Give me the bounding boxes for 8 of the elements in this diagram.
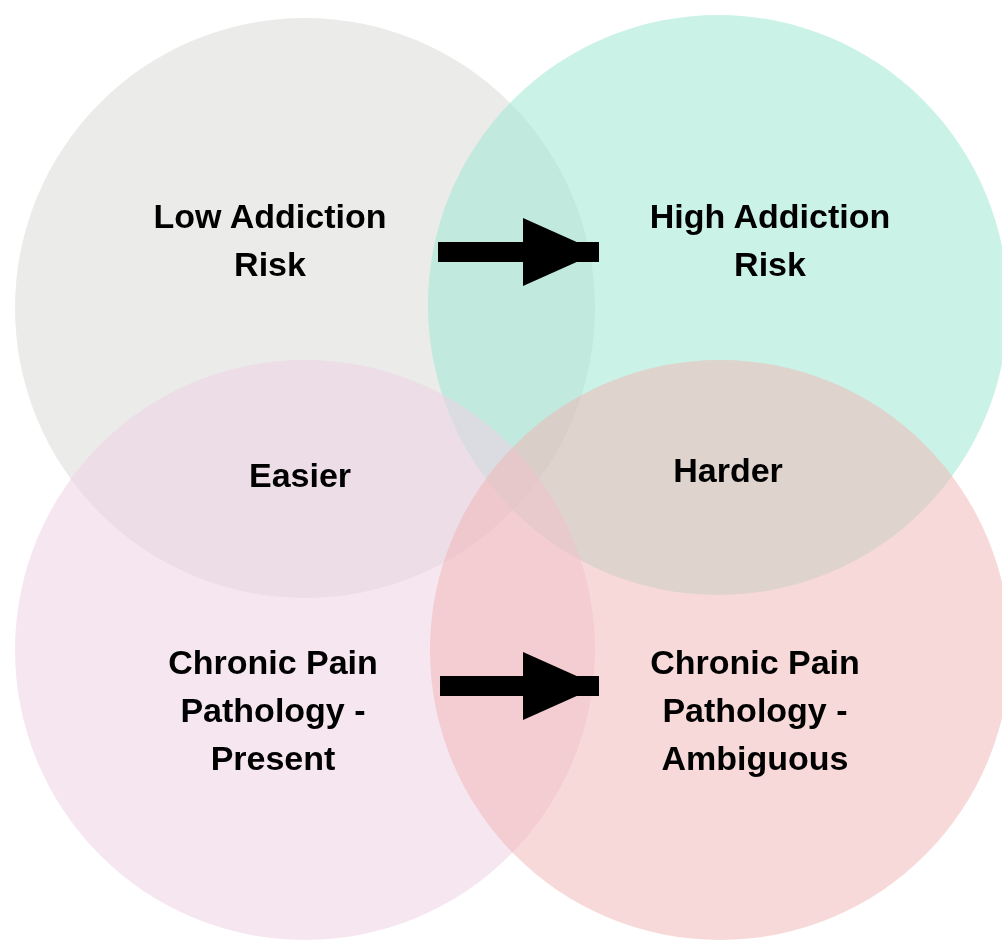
arrow: [438, 218, 599, 286]
circle-label: Low Addiction Risk: [152, 196, 388, 285]
overlap-label: Harder: [673, 450, 783, 491]
circle-label: Chronic Pain Pathology - Present: [167, 642, 379, 779]
circle-label: Chronic Pain Pathology - Ambiguous: [649, 642, 861, 779]
arrow: [440, 652, 599, 720]
overlap-label: Easier: [248, 455, 352, 496]
circle-label: High Addiction Risk: [648, 196, 892, 285]
